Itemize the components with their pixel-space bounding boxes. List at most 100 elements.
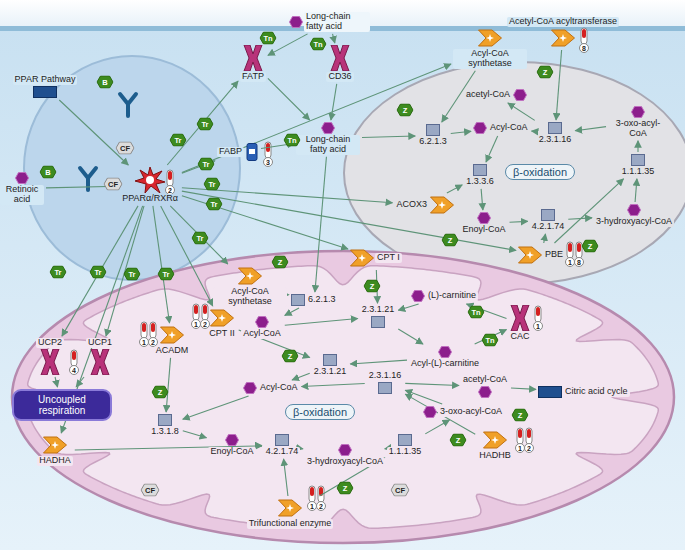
pathway-link-box <box>539 387 562 398</box>
node-label: CD36 <box>326 72 353 82</box>
node-label: 6.2.1.3 <box>306 295 338 305</box>
node-icon <box>398 434 412 446</box>
metabolite-hexagon <box>632 107 645 118</box>
marker-text: Tr <box>170 134 187 147</box>
node-icon <box>135 167 165 193</box>
node-label: CPT I <box>375 253 402 263</box>
node-label: 4.2.1.74 <box>264 447 301 457</box>
marker-text: 1 <box>534 322 543 331</box>
node-icon <box>378 382 392 394</box>
reaction-connector <box>268 78 310 120</box>
node-icon <box>478 28 502 48</box>
thermometer-bulb <box>516 444 525 453</box>
regulation-marker: Tn <box>284 134 301 147</box>
thermometer-tube <box>517 428 523 444</box>
metabolite-hexagon <box>474 123 487 134</box>
node-icon <box>473 122 487 134</box>
marker-text: Tr <box>197 118 214 131</box>
regulation-marker: Z <box>272 256 289 269</box>
marker-hexagon-shape <box>582 240 598 252</box>
outer-membrane <box>12 251 674 543</box>
metabolite-node: 3-hydroxyacyl-CoA <box>305 444 385 467</box>
marker-text: 2 <box>149 338 158 347</box>
node-icon <box>631 106 645 118</box>
marker-text: Tn <box>284 134 301 147</box>
marker-text: Z <box>364 280 381 293</box>
marker-text: Z <box>450 434 467 447</box>
node-label: 3-oxo-acyl-CoA <box>608 119 668 139</box>
marker-hexagon-shape <box>364 280 380 292</box>
thermometer-digit: 4 <box>70 366 79 375</box>
marker-hexagon-shape <box>337 482 353 494</box>
regulation-marker: Tn <box>482 334 499 347</box>
ec-number-node: 1.1.1.35 <box>387 434 424 457</box>
protein-node: PPAR Pathway <box>13 75 78 98</box>
receptor-complex-star <box>135 167 165 193</box>
thermometer-bulb <box>575 258 584 267</box>
ec-number-node: 2.3.1.21 <box>360 305 397 328</box>
process-label: Uncoupled respiration <box>20 394 104 416</box>
node-icon <box>278 498 302 518</box>
marker-hexagon-shape <box>397 104 413 116</box>
node-icon <box>33 86 57 98</box>
metabolite-node: acetyl-CoA <box>461 375 509 398</box>
marker-text: 1 <box>140 338 149 347</box>
enzyme-chevron <box>211 310 234 326</box>
regulation-marker: Z <box>152 386 169 399</box>
thermometer-digit: 8 <box>575 258 584 267</box>
enzyme-sparkle <box>246 272 254 280</box>
node-icon <box>43 435 67 455</box>
node-label: 1.3.3.6 <box>464 177 496 187</box>
node-icon <box>513 89 527 101</box>
regulation-marker: Tr <box>206 198 223 211</box>
thermometer-level <box>577 243 581 252</box>
enzyme-sparkle <box>358 254 366 262</box>
expression-thermometer <box>308 486 317 511</box>
reaction-connector <box>59 100 128 165</box>
metabolite-hexagon <box>628 205 641 216</box>
thermometer-level <box>518 429 522 438</box>
marker-hexagon-shape <box>97 76 113 88</box>
marker-text: 2 <box>201 320 210 329</box>
node-label: Acyl-CoA <box>488 123 530 133</box>
node-icon <box>289 16 303 28</box>
node-icon <box>477 212 491 224</box>
regulation-marker: Z <box>512 409 529 422</box>
protein-node: CPT II <box>207 308 236 339</box>
thermometer-digit: 1 <box>566 258 575 267</box>
enzyme-chevron <box>483 432 506 448</box>
metabolite-hexagon <box>478 213 491 224</box>
expression-thermometer <box>566 242 575 267</box>
protein-node: Acetyl-CoA acyltransferase <box>507 17 619 48</box>
enzyme-sparkle <box>286 504 294 512</box>
marker-text: Tr <box>50 266 67 279</box>
protein-node: CAC <box>508 305 531 342</box>
node-label: FATP <box>240 72 266 82</box>
marker-text: Tn <box>468 306 485 319</box>
regulation-marker: Z <box>537 66 554 79</box>
marker-text: 3 <box>264 158 273 167</box>
ec-number-node: 1.3.1.8 <box>149 414 181 437</box>
thermometer-tube <box>150 322 156 338</box>
node-icon <box>158 414 172 426</box>
protein-node: UCP1 <box>86 338 114 375</box>
regulation-marker: Tr <box>50 266 67 279</box>
metabolite-node: Enoyl-CoA <box>460 212 507 235</box>
regulation-marker: Tr <box>192 232 209 245</box>
node-label: 1.1.1.35 <box>387 447 424 457</box>
node-icon <box>627 204 641 216</box>
thermometer-bulb <box>566 258 575 267</box>
enzyme-sparkle <box>218 314 226 322</box>
enzyme-ec-box <box>372 317 385 328</box>
marker-text: 1 <box>192 320 201 329</box>
node-label: ACADM <box>154 346 191 356</box>
node-label: Acyl-CoA <box>241 329 283 339</box>
thermometer-bulb <box>140 338 149 347</box>
thermometer-level <box>527 429 531 438</box>
ec-number-node: 6.2.1.3 <box>417 124 449 147</box>
regulation-marker: Z <box>442 234 459 247</box>
node-icon <box>509 305 531 331</box>
marker-hexagon-shape <box>512 409 528 421</box>
metabolite-hexagon <box>255 317 268 328</box>
expression-thermometer <box>534 306 543 331</box>
